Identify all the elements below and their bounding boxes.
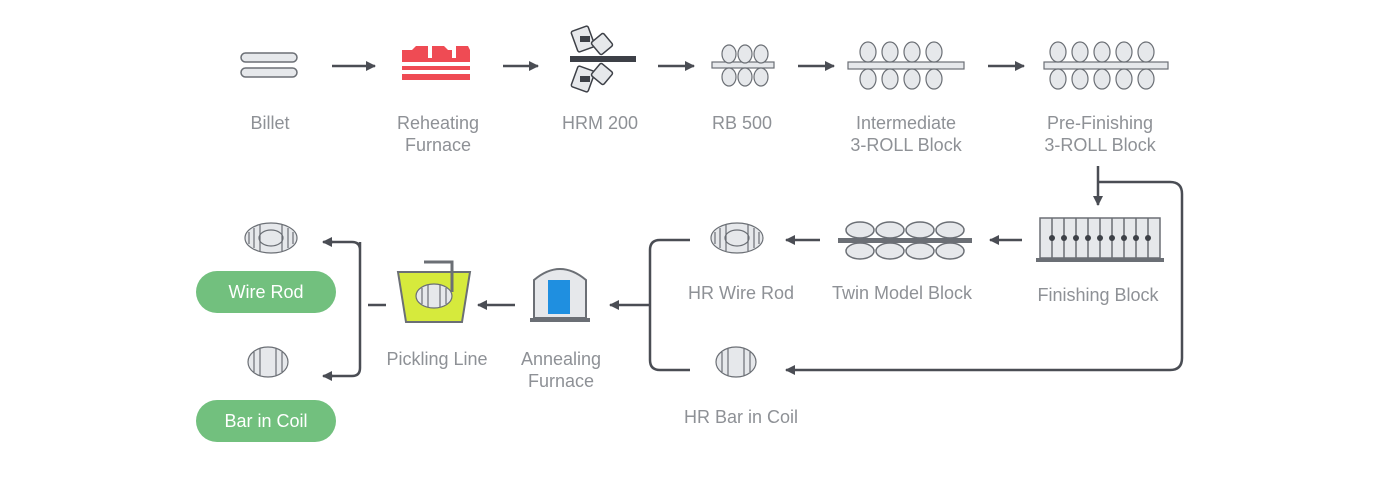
- coil-icon: [247, 346, 289, 378]
- billet-label: Billet: [250, 113, 290, 133]
- intermediate-block-label: Intermediate 3-ROLL Block: [850, 113, 962, 155]
- roll-block-icon: [847, 41, 965, 90]
- annealing-furnace-icon: [530, 268, 590, 322]
- bracket-final-products: [324, 240, 386, 378]
- bar-in-coil-product-badge: Bar in Coil: [196, 400, 336, 442]
- hrm-200-label: HRM 200: [561, 113, 639, 133]
- finishing-block-icon: [1036, 217, 1164, 262]
- roll-block-icon: [1043, 41, 1169, 90]
- reheating-furnace-icon: [402, 46, 470, 80]
- pre-finishing-block-label: Pre-Finishing 3-ROLL Block: [1044, 113, 1156, 155]
- roughing-mill-icon: [570, 25, 636, 93]
- roll-block-icon: [711, 44, 775, 87]
- hr-bar-in-coil-label: HR Bar in Coil: [683, 407, 799, 427]
- hr-wire-rod-label: HR Wire Rod: [687, 283, 795, 303]
- arrow-loop-to-bar-in-coil: [785, 180, 1184, 375]
- rb-500-label: RB 500: [711, 113, 773, 133]
- wire-rod-product-badge: Wire Rod: [196, 271, 336, 313]
- pickling-tank-icon: [396, 260, 472, 323]
- pickling-line-label: Pickling Line: [386, 349, 488, 369]
- reheating-furnace-label: Reheating Furnace: [396, 113, 480, 155]
- twin-roll-icon: [838, 221, 972, 260]
- coil-icon: [715, 346, 757, 378]
- annealing-furnace-label: Annealing Furnace: [520, 349, 602, 391]
- bracket-hr-products: [648, 238, 690, 372]
- twin-model-block-label: Twin Model Block: [831, 283, 973, 303]
- finishing-block-label: Finishing Block: [1037, 285, 1159, 305]
- coil-icon: [244, 222, 298, 254]
- coil-icon: [710, 222, 764, 254]
- flow-arrows: [322, 61, 1184, 381]
- billet-icon: [240, 52, 298, 78]
